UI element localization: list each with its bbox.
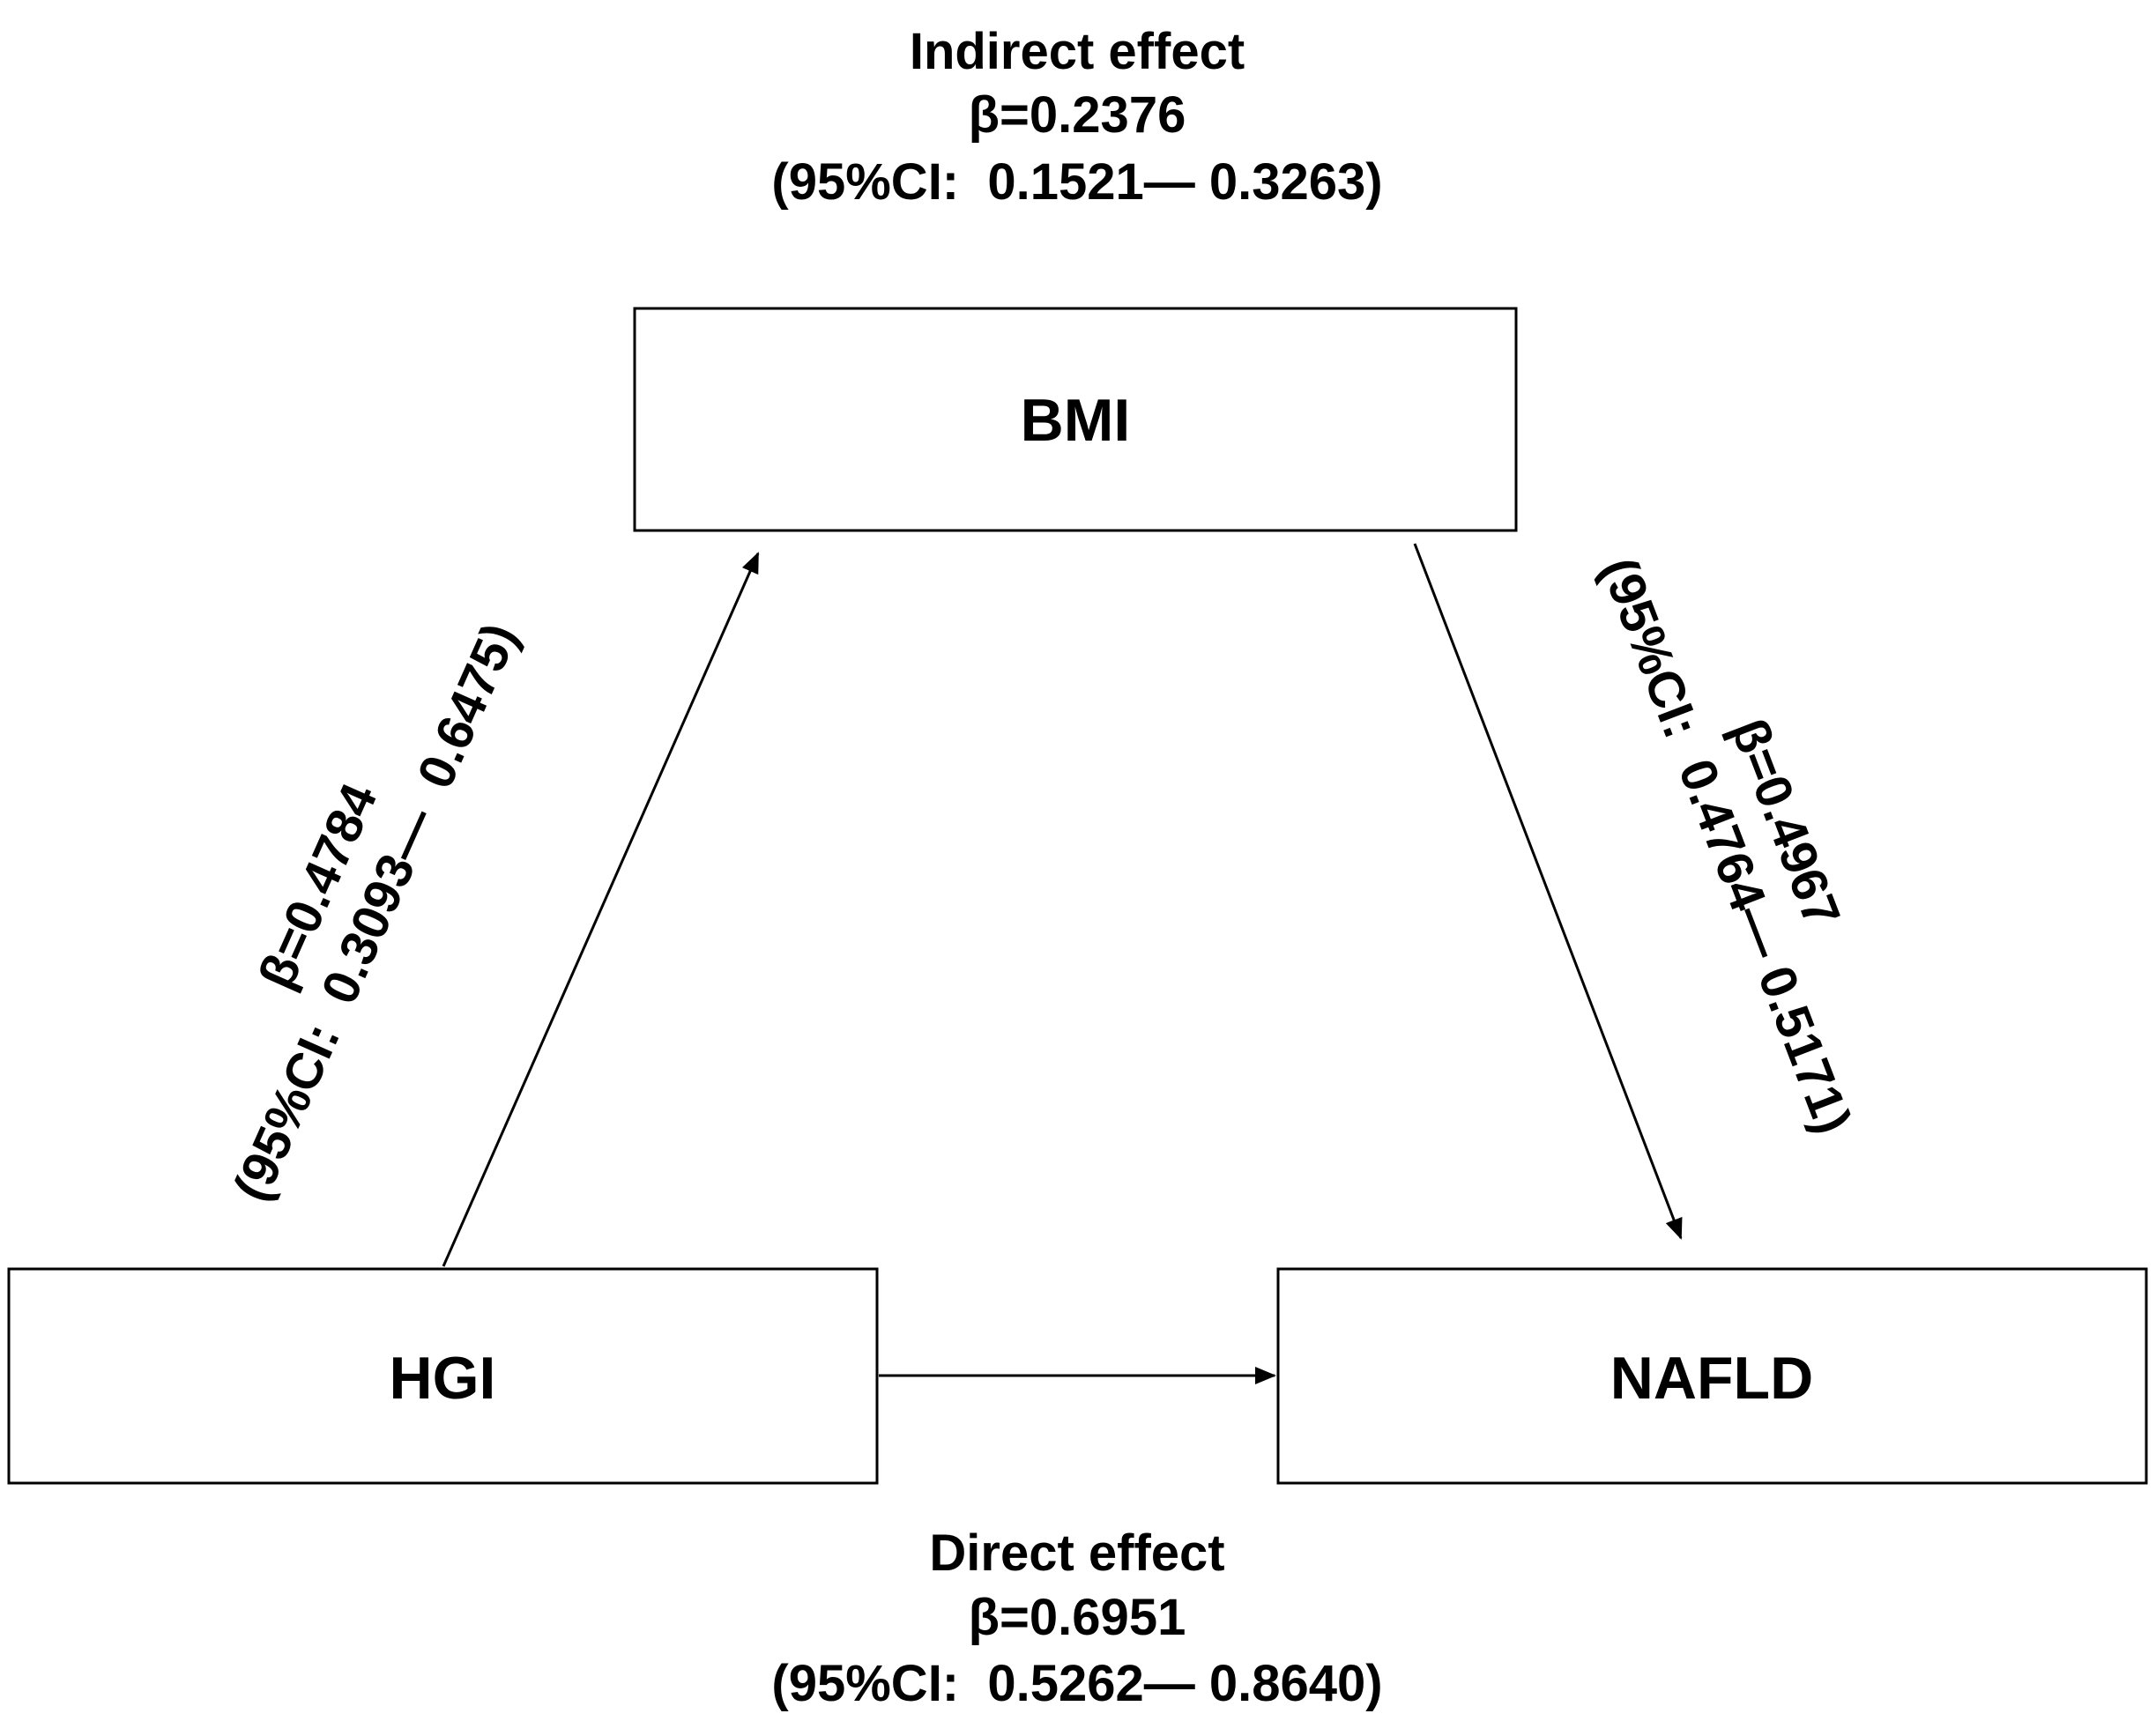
nafld-box [1276, 1267, 2148, 1485]
indirect-effect-ci: (95%CI: 0.1521— 0.3263) [771, 153, 1382, 211]
path-a-ci: (95%CI: 0.3093— 0.6475) [222, 615, 529, 1209]
indirect-effect-annotation: Indirect effect β=0.2376 (95%CI: 0.1521—… [771, 23, 1382, 211]
bmi-node: BMI [633, 307, 1518, 532]
hgi-label: HGI [390, 1345, 496, 1412]
direct-effect-annotation: Direct effect β=0.6951 (95%CI: 0.5262— 0… [771, 1524, 1382, 1712]
nafld-label: NAFLD [1610, 1345, 1813, 1412]
indirect-effect-title: Indirect effect [910, 23, 1245, 80]
direct-effect-title: Direct effect [929, 1524, 1224, 1582]
path-a-annotation: β=0.4784 (95%CI: 0.3093— 0.6475) [222, 615, 529, 1209]
indirect-effect-beta: β=0.2376 [969, 86, 1186, 144]
path-b-annotation: β=0.4967 (95%CI: 0.4764— 0.5171) [1590, 550, 1862, 1140]
arrow-hgi-to-bmi [442, 552, 760, 1267]
direct-effect-ci: (95%CI: 0.5262— 0.8640) [771, 1655, 1382, 1712]
bmi-box [633, 307, 1518, 532]
direct-effect-beta: β=0.6951 [969, 1589, 1186, 1646]
bmi-label: BMI [1021, 387, 1131, 454]
hgi-node: HGI [7, 1267, 879, 1485]
nafld-node: NAFLD [1276, 1267, 2148, 1485]
hgi-box [7, 1267, 879, 1485]
arrow-bmi-to-nafld [1413, 543, 1683, 1240]
